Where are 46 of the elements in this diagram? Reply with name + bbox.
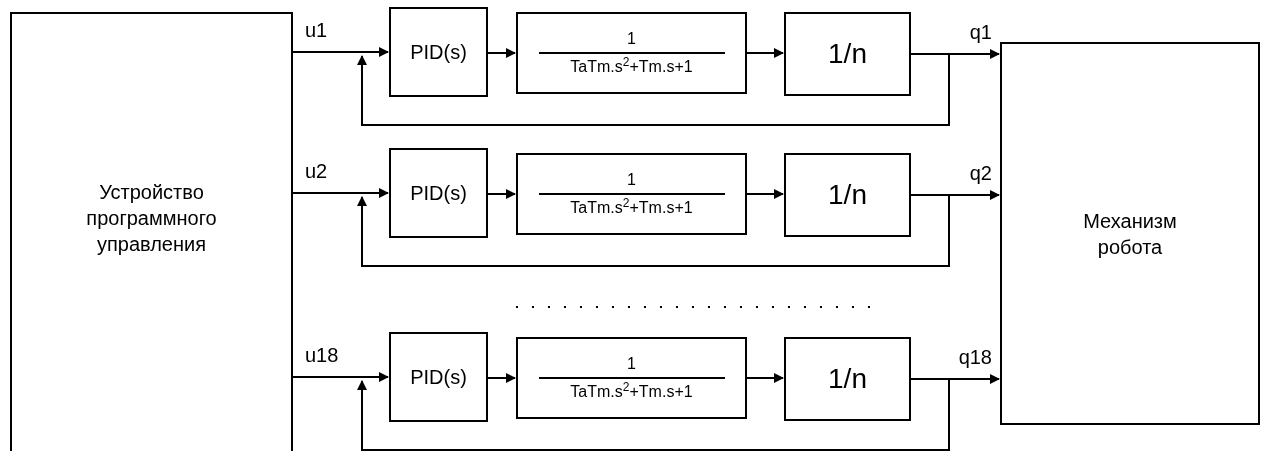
block-label: Устройство программного управления	[85, 180, 218, 257]
block-label: 1/n	[827, 37, 868, 71]
denominator: TaTm.s$^{2}$+Tm.s+1	[570, 57, 693, 77]
pid-block	[389, 7, 488, 97]
arrow	[910, 49, 1000, 59]
arrow	[487, 189, 516, 199]
block-label: 1/n	[827, 362, 868, 396]
edge-label: q18	[958, 345, 992, 369]
controller-box	[10, 12, 293, 451]
arrow	[292, 47, 389, 57]
pid-block	[389, 332, 488, 422]
arrow	[292, 372, 389, 382]
edge-label: q2	[969, 161, 992, 185]
arrow	[910, 190, 1000, 200]
arrow	[487, 48, 516, 58]
arrow	[487, 373, 516, 383]
transfer-function-block	[516, 337, 747, 419]
denominator: TaTm.s$^{2}$+Tm.s+1	[570, 198, 693, 218]
block-label: 1/n	[827, 178, 868, 212]
arrow	[746, 373, 784, 383]
arrow	[292, 188, 389, 198]
edge-label: u2	[305, 159, 328, 183]
transfer-function-block	[516, 153, 747, 235]
mechanism-box	[1000, 42, 1260, 425]
block-label: PID(s)	[409, 181, 468, 206]
arrow	[746, 189, 784, 199]
feedback-arrow	[357, 53, 950, 126]
edge-label: q1	[969, 20, 992, 44]
gain-block	[784, 12, 911, 96]
arrow	[910, 374, 1000, 384]
pid-block	[389, 148, 488, 238]
block-label: PID(s)	[409, 40, 468, 65]
block-label: PID(s)	[409, 365, 468, 390]
edge-label: u18	[305, 343, 339, 367]
block-label: Механизм робота	[1082, 208, 1178, 260]
numerator: 1	[627, 29, 636, 49]
feedback-arrow	[357, 194, 950, 267]
transfer-function-block	[516, 12, 747, 94]
gain-block	[784, 337, 911, 421]
arrow	[746, 48, 784, 58]
gain-block	[784, 153, 911, 237]
numerator: 1	[627, 170, 636, 190]
denominator: TaTm.s$^{2}$+Tm.s+1	[570, 382, 693, 402]
numerator: 1	[627, 354, 636, 374]
edge-label: u1	[305, 18, 328, 42]
feedback-arrow	[357, 378, 950, 451]
